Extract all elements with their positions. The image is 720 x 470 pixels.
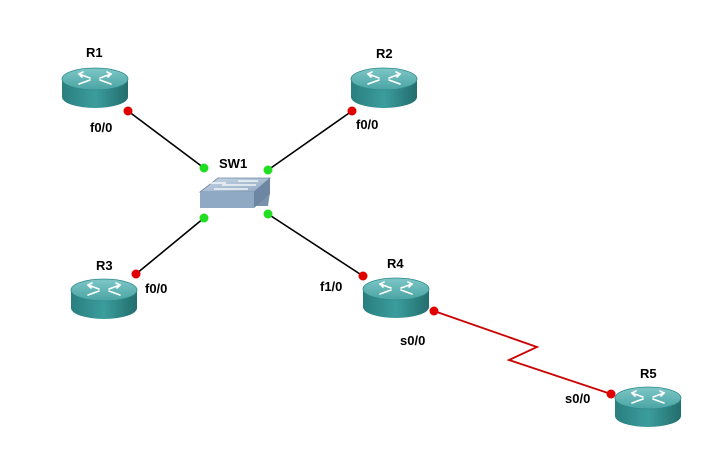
router-arrows-icon: [77, 71, 113, 85]
interface-label-r3-f0-0: f0/0: [145, 281, 167, 296]
port-sw1-r3: [199, 213, 209, 223]
switch-arrows-icon: [210, 180, 258, 190]
device-label-r2: R2: [376, 46, 393, 61]
device-label-r3: R3: [96, 258, 113, 273]
router-r1[interactable]: [61, 67, 129, 108]
router-arrows-icon: [630, 390, 666, 404]
port-r1-f0-0: [123, 106, 133, 116]
device-label-r5: R5: [640, 366, 657, 381]
link-r1-sw1[interactable]: [127, 110, 205, 169]
interface-label-r1-f0-0: f0/0: [90, 120, 112, 135]
device-labels: R1 R2 R3 R4 R5 SW1: [86, 45, 657, 381]
router-r5[interactable]: [614, 386, 682, 427]
device-label-r4: R4: [387, 256, 404, 271]
link-r3-sw1[interactable]: [135, 217, 205, 275]
port-r2-f0-0: [347, 106, 357, 116]
interface-label-r4-f1-0: f1/0: [320, 279, 342, 294]
interface-label-r2-f0-0: f0/0: [356, 117, 378, 132]
port-r5-s0-0: [606, 389, 616, 399]
link-r2-sw1[interactable]: [267, 110, 353, 171]
device-label-r1: R1: [86, 45, 103, 60]
router-r4[interactable]: [362, 277, 430, 318]
link-r4-r5-serial[interactable]: [433, 310, 612, 395]
links: [127, 110, 612, 395]
router-arrows-icon: [366, 71, 402, 85]
router-arrows-icon: [86, 282, 122, 296]
port-sw1-r4: [263, 209, 273, 219]
link-r4-sw1[interactable]: [267, 213, 364, 277]
port-sw1-r1: [199, 163, 209, 173]
router-r2[interactable]: [350, 67, 418, 108]
port-sw1-r2: [263, 165, 273, 175]
port-r4-s0-0: [429, 306, 439, 316]
interface-label-r5-s0-0: s0/0: [565, 391, 590, 406]
port-r4-f1-0: [358, 271, 368, 281]
router-arrows-icon: [378, 281, 414, 295]
port-indicators: [123, 106, 616, 399]
device-label-sw1: SW1: [219, 156, 247, 171]
interface-labels: f0/0 f0/0 f0/0 f1/0 s0/0 s0/0: [90, 117, 590, 406]
router-r3[interactable]: [70, 278, 138, 319]
interface-label-r4-s0-0: s0/0: [400, 333, 425, 348]
port-r3-f0-0: [131, 269, 141, 279]
switch-sw1[interactable]: [198, 177, 272, 208]
